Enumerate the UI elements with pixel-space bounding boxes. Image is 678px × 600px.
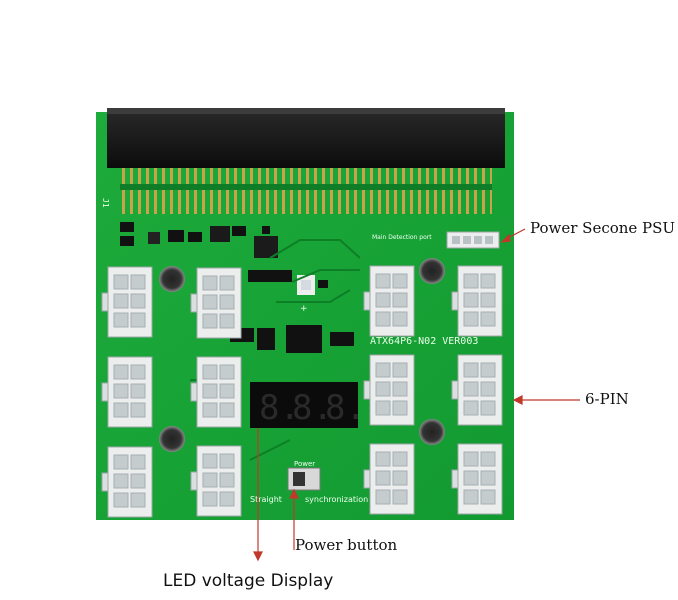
pcie-slot-connector [107,108,505,214]
six-pin-connector [190,445,242,517]
six-pin-connector [363,354,415,426]
smd-components [120,222,354,353]
six-pin-connector [101,446,153,518]
callout-power-second-psu: Power Secone PSU [530,219,676,237]
switch-title: Power [294,460,315,468]
six-pin-connector [190,356,242,428]
model-label: ATX64P6-N02 VER003 [370,336,478,347]
led-digit-3: 8. [325,388,366,428]
detection-port-label: Main Detection port [372,234,432,241]
six-pin-connector [451,265,503,337]
callout-six-pin: 6-PIN [585,390,629,408]
six-pin-connector [101,266,153,338]
mounting-holes [159,258,445,452]
switch-left-label: Straight [250,495,282,504]
switch-right-label: synchronization [305,495,368,504]
six-pin-connector [190,267,242,339]
led-plus-mark: + [300,304,308,314]
callout-arrows [253,228,580,562]
callout-power-button: Power button [295,536,398,554]
six-pin-connector [101,356,153,428]
power-switch[interactable] [287,467,321,491]
callout-led-voltage-display: LED voltage Display [163,571,334,591]
six-pin-connector [451,443,503,515]
six-pin-connectors [101,265,503,518]
led-digit-1: 8. [259,388,300,428]
led-voltage-display: 8. 8. 8. [250,382,366,428]
led-digit-2: 8. [292,388,333,428]
six-pin-connector [363,265,415,337]
six-pin-connector [363,443,415,515]
header-label: J1 [101,198,110,208]
six-pin-connector [451,354,503,426]
